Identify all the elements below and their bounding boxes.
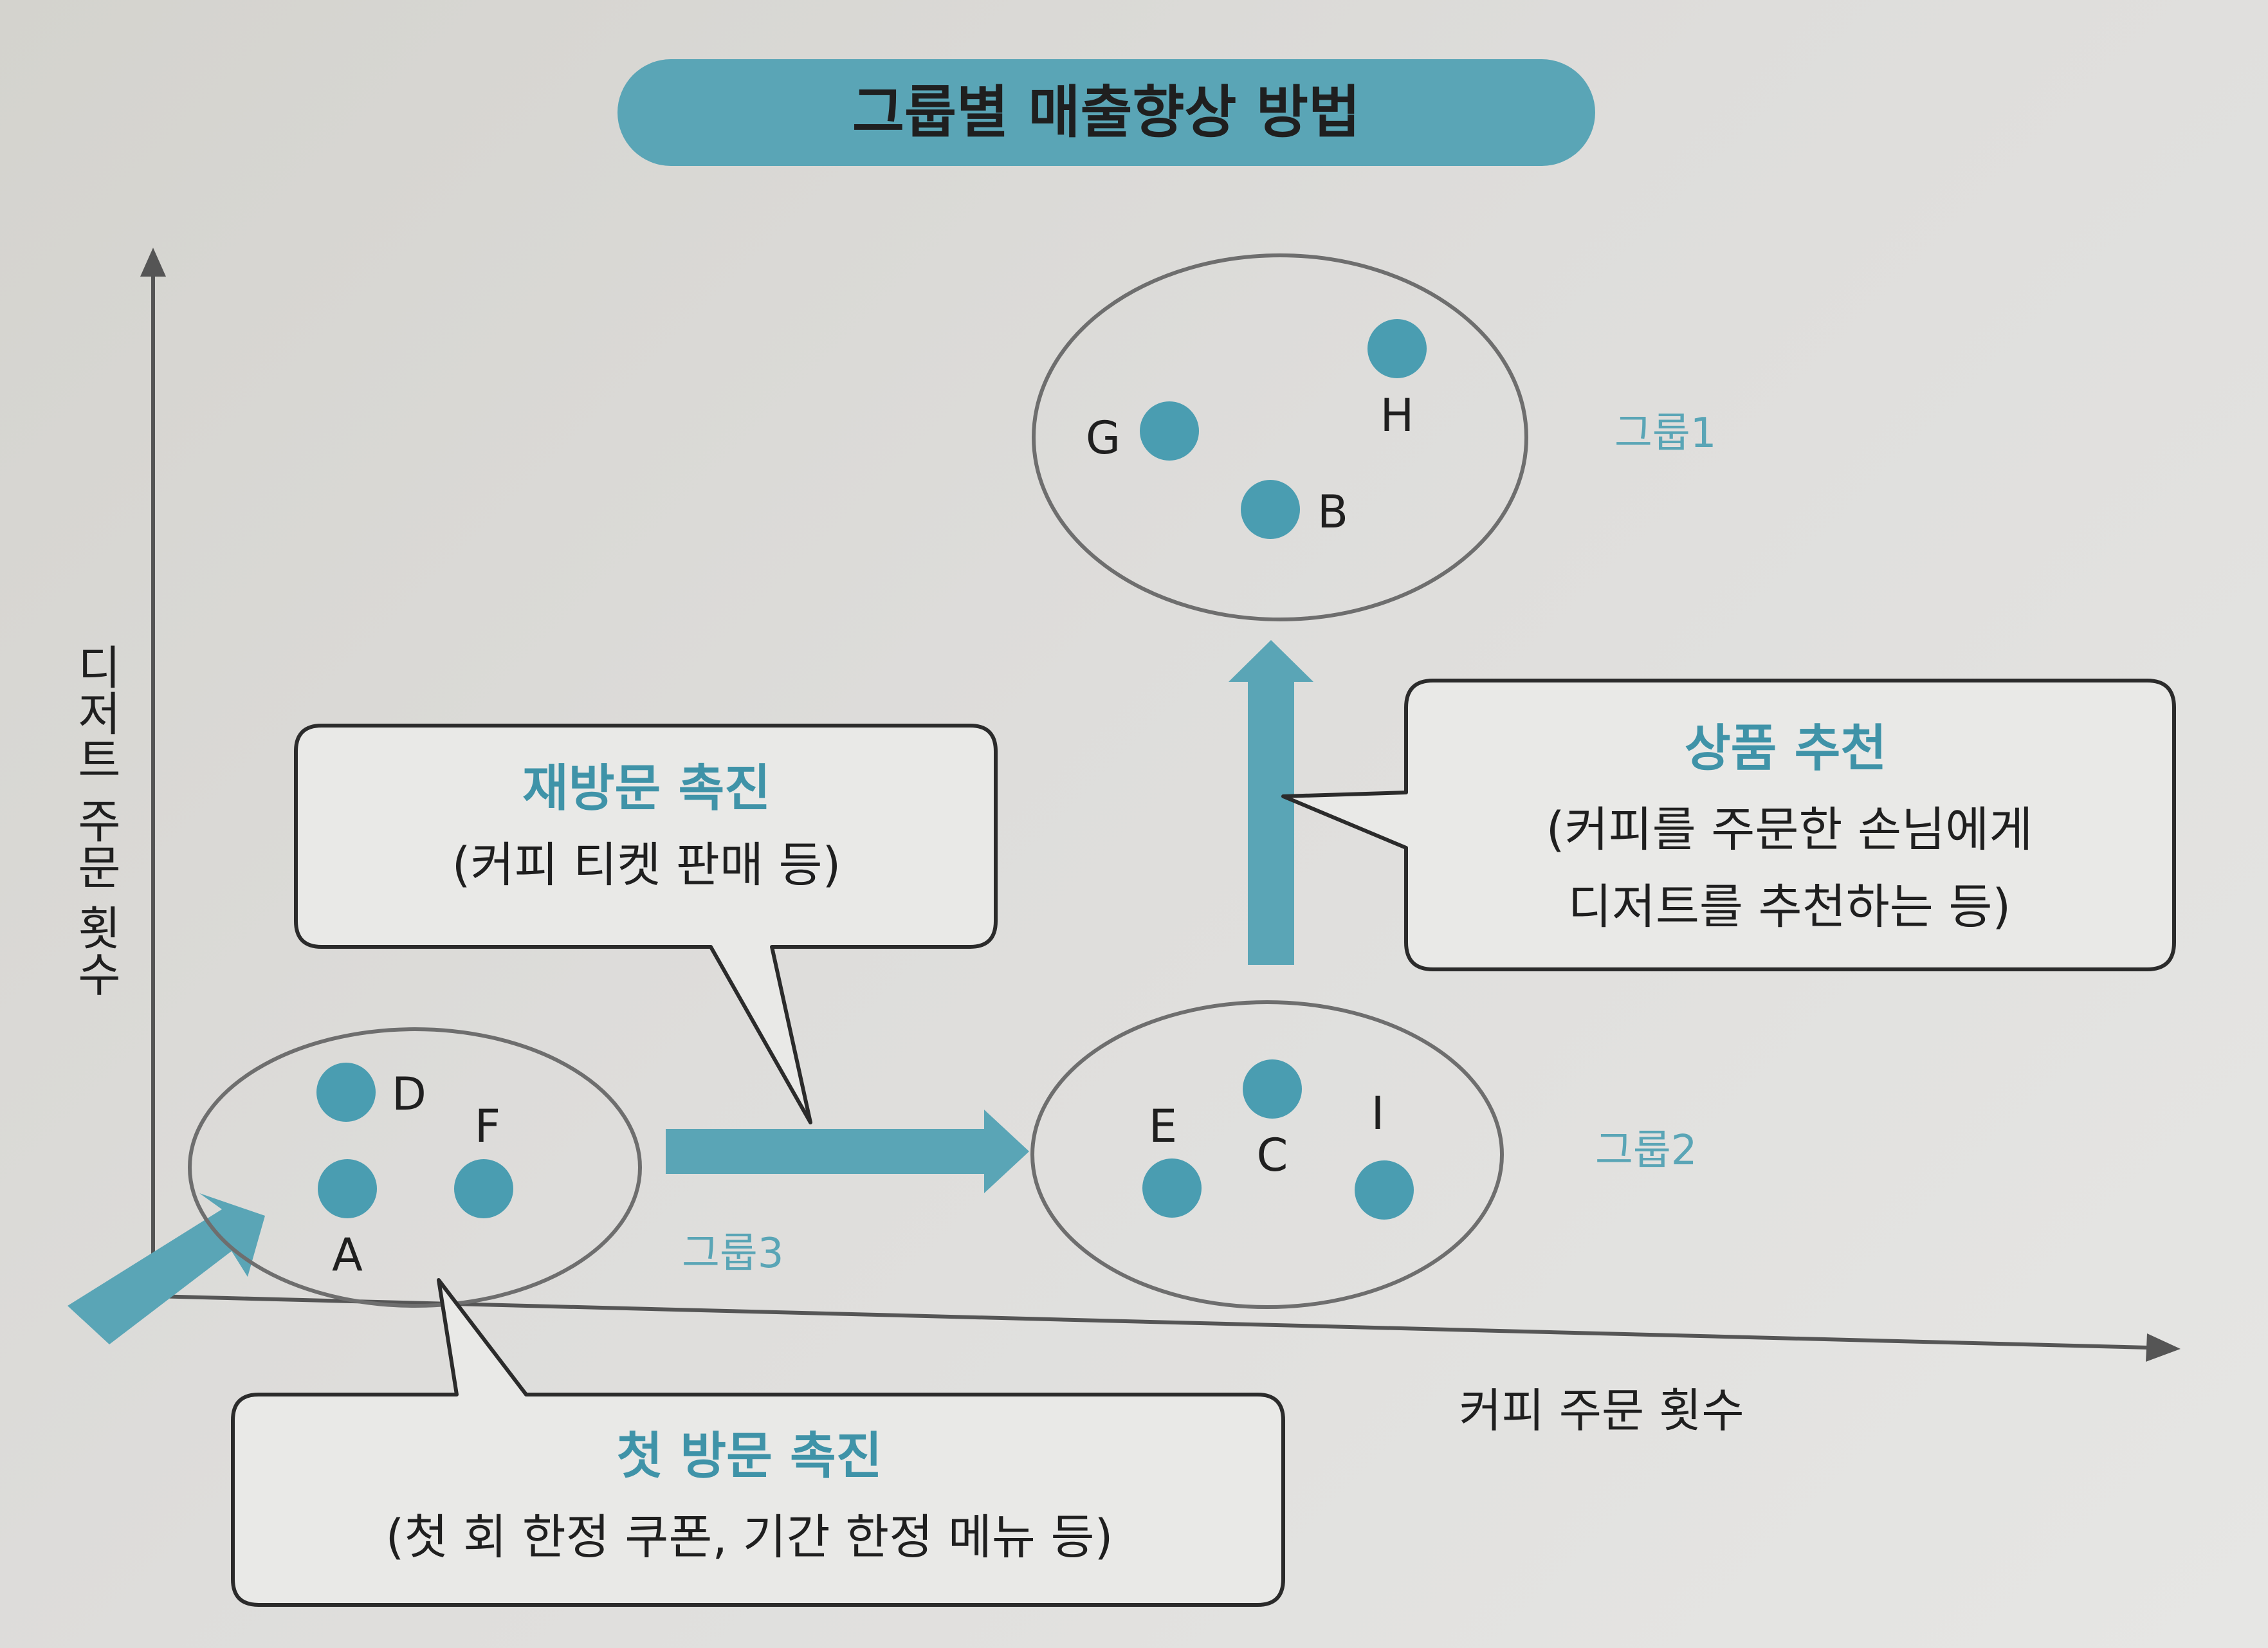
axes: 커피 주문 횟수 디저트 주문 횟수	[68, 248, 2181, 1438]
title-pill	[617, 59, 1595, 166]
callout-first-visit-body: (첫 회 한정 쿠폰, 기간 한정 메뉴 등)	[386, 1510, 1113, 1565]
callout-revisit-body: (커피 티켓 판매 등)	[452, 838, 841, 893]
callout-revisit-title: 재방문 촉진	[522, 760, 771, 818]
group3-ellipse	[188, 1027, 642, 1308]
group1-cluster: 그룹1	[1032, 253, 1716, 621]
x-axis-arrowhead	[2146, 1333, 2181, 1362]
point-e-label: E	[1149, 1100, 1177, 1153]
group2-label: 그룹2	[1595, 1127, 1697, 1175]
point-a	[318, 1159, 377, 1218]
callout-recommend: 상품 추천 (커피를 주문한 손님에게 디저트를 추천하는 등)	[1281, 679, 2176, 971]
point-d	[316, 1063, 376, 1122]
group3-cluster: 그룹3	[188, 1027, 783, 1308]
x-axis-label: 커피 주문 횟수	[1459, 1384, 1744, 1438]
entry-arrow	[68, 1193, 265, 1344]
callout-revisit: 재방문 촉진 (커피 티켓 판매 등)	[294, 724, 998, 1124]
point-f	[454, 1159, 513, 1218]
point-b-label: B	[1317, 486, 1348, 538]
customer-points: G H B C E I D A F	[316, 319, 1427, 1281]
point-h	[1367, 319, 1427, 378]
point-c	[1243, 1059, 1302, 1119]
callout-first-visit: 첫 방문 촉진 (첫 회 한정 쿠폰, 기간 한정 메뉴 등)	[231, 1278, 1285, 1607]
callout-revisit-bubble	[294, 724, 998, 1124]
group2-cluster: 그룹2	[1030, 1000, 1697, 1309]
page-title: 그룹별 매출향상 방법	[852, 79, 1360, 145]
point-f-label: F	[475, 1100, 500, 1153]
y-axis-arrowhead	[140, 248, 166, 277]
group3-to-group2-arrow	[666, 1110, 1029, 1193]
point-b	[1241, 480, 1300, 539]
point-i-label: I	[1371, 1087, 1385, 1140]
callout-first-visit-bubble	[231, 1278, 1285, 1607]
callout-recommend-title: 상품 추천	[1685, 720, 1887, 778]
point-i	[1355, 1160, 1414, 1220]
point-g	[1140, 401, 1199, 461]
point-g-label: G	[1086, 412, 1120, 464]
x-axis-line	[152, 1294, 2149, 1350]
point-d-label: D	[392, 1068, 426, 1121]
group2-ellipse	[1030, 1000, 1504, 1309]
point-h-label: H	[1380, 389, 1414, 442]
point-c-label: C	[1257, 1129, 1288, 1182]
group1-ellipse	[1032, 253, 1528, 621]
point-e	[1142, 1158, 1202, 1218]
group2-to-group1-arrow	[1229, 640, 1313, 965]
y-axis-label: 디저트 주문 횟수	[68, 643, 122, 997]
callout-recommend-body-line2: 디저트를 추천하는 등)	[1568, 879, 2011, 935]
point-a-label: A	[332, 1229, 363, 1281]
group3-label: 그룹3	[682, 1230, 783, 1277]
callout-recommend-body-line1: (커피를 주문한 손님에게	[1546, 802, 2033, 857]
callout-recommend-bubble	[1281, 679, 2176, 971]
group1-label: 그룹1	[1614, 410, 1716, 457]
title-banner: 그룹별 매출향상 방법	[617, 59, 1595, 166]
callout-first-visit-title: 첫 방문 촉진	[616, 1427, 882, 1485]
